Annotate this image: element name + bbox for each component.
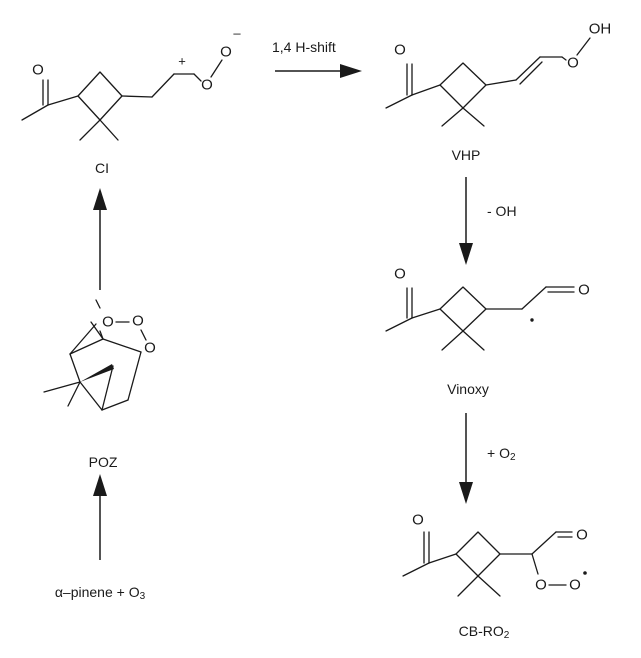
poz-oxygen-2: O <box>132 313 144 330</box>
plus-o2-label: + O2 <box>487 445 516 463</box>
ci-cyclobutane-ring <box>77 71 123 121</box>
arrow-ci-to-vhp <box>275 64 362 78</box>
vhp-methyl-bond <box>385 94 413 109</box>
vinoxy-structure: O O Vinoxy <box>385 266 590 397</box>
vinoxy-cyclobutane-ring <box>439 286 487 332</box>
vhp-carbonyl-oxygen: O <box>394 42 406 59</box>
cbro2-label: CB-RO2 <box>459 623 510 641</box>
cbro2-methyl-bond <box>402 562 430 577</box>
cbro2-acyl-ring-bond <box>428 553 457 564</box>
vinoxy-cc-bond <box>521 286 547 310</box>
cbro2-oxygen-2: O <box>569 577 581 594</box>
vhp-acyl-ring-bond <box>411 84 441 96</box>
vinoxy-carbonyl-oxygen: O <box>394 266 406 283</box>
reactants-main: α–pinene + O <box>55 584 140 600</box>
cb-ro2-structure: O O O O CB-RO2 <box>402 512 588 641</box>
ci-chain-bond-2 <box>151 73 175 98</box>
vhp-gem-methyl-1 <box>441 107 464 127</box>
cbro2-carbonyl-oxygen: O <box>412 512 424 529</box>
ci-gem-methyl-1 <box>79 119 101 141</box>
ci-acyl-ring-bond <box>47 95 79 106</box>
vhp-cyclobutane-ring <box>439 62 487 109</box>
vhp-gem-methyl-2 <box>462 107 485 127</box>
vinoxy-acyl-ring-bond <box>411 308 441 319</box>
ci-methyl-bond <box>21 104 49 121</box>
arrow-ci-to-vhp-head <box>340 64 362 78</box>
poz-ring-left <box>69 353 81 383</box>
vinoxy-gem-methyl-2 <box>462 330 485 351</box>
poz-bridge-wedge <box>80 364 114 382</box>
ci-label: CI <box>95 160 109 176</box>
vhp-structure: O O OH VHP <box>385 21 612 163</box>
vhp-cc-double-bond-1 <box>515 56 541 81</box>
poz-ring-top-left <box>69 338 104 355</box>
plus-o2-main: + O <box>487 445 510 461</box>
cbro2-aldehyde-oxygen: O <box>576 527 588 544</box>
vinoxy-gem-methyl-1 <box>441 330 464 351</box>
plus-o2-sub: 2 <box>510 452 516 463</box>
ci-chain-bond-1 <box>121 95 153 98</box>
cbro2-radical-dot <box>583 571 587 575</box>
poz-ring-bottom <box>101 399 129 411</box>
ci-oo-bond <box>210 59 223 78</box>
ci-oxygen-1: O <box>201 77 213 94</box>
arrow-vhp-to-vinoxy <box>459 177 473 265</box>
ci-carbonyl-oxygen: O <box>32 62 44 79</box>
cbro2-gem-methyl-1 <box>457 575 479 597</box>
poz-label: POZ <box>89 454 118 470</box>
poz-oxygen-1: O <box>102 314 114 331</box>
vinoxy-label: Vinoxy <box>447 381 489 397</box>
criegee-intermediate-structure: O + O O – CI <box>21 26 241 176</box>
poz-ring-to-o <box>69 323 97 355</box>
poz-c-o-bond-1 <box>95 299 101 309</box>
ci-oxygen-2: O <box>220 44 232 61</box>
reactants-label: α–pinene + O3 <box>55 584 146 602</box>
vinoxy-radical-dot <box>530 318 534 322</box>
h-shift-label: 1,4 H-shift <box>272 39 336 55</box>
vhp-chain-bond <box>485 79 517 86</box>
cbro2-co-bond <box>531 553 539 575</box>
vinoxy-methyl-bond <box>385 317 413 332</box>
poz-ring-right <box>127 351 142 401</box>
vhp-cc-double-bond-2 <box>519 61 543 85</box>
vhp-hydroxyl: OH <box>589 21 612 38</box>
cbro2-gem-methyl-2 <box>477 575 501 597</box>
vhp-co-bond-end <box>561 56 567 61</box>
vhp-label: VHP <box>452 147 481 163</box>
arrow-reactants-to-poz <box>93 474 107 560</box>
arrow-reactants-to-poz-head <box>93 474 107 496</box>
arrow-vhp-to-vinoxy-head <box>459 243 473 265</box>
ci-minus-charge: – <box>233 26 241 41</box>
arrow-poz-to-ci-head <box>93 188 107 210</box>
ci-gem-methyl-2 <box>99 119 119 141</box>
vinoxy-aldehyde-oxygen: O <box>578 282 590 299</box>
arrow-vinoxy-to-cbro2-head <box>459 482 473 504</box>
poz-oo-bond-2 <box>140 329 147 341</box>
ci-co-bond <box>193 73 202 82</box>
poz-gem-methyl-2 <box>67 381 81 407</box>
poz-gem-methyl-1 <box>43 381 81 393</box>
arrow-vinoxy-to-cbro2 <box>459 413 473 504</box>
poz-ring-bottom-left <box>79 381 103 411</box>
poz-ring-top <box>102 338 142 353</box>
cbro2-label-sub: 2 <box>504 630 510 641</box>
poz-bridge-bond <box>101 365 114 411</box>
cbro2-cc-bond <box>531 531 557 555</box>
poz-oxygen-3: O <box>144 340 156 357</box>
vhp-oxygen-1: O <box>567 55 579 72</box>
poz-structure: O O O POZ <box>43 299 156 470</box>
ci-plus-charge: + <box>178 54 186 69</box>
cbro2-oxygen-1: O <box>535 577 547 594</box>
reactants-sub: 3 <box>140 591 146 602</box>
minus-oh-label: - OH <box>487 203 517 219</box>
poz-methyl <box>90 321 104 340</box>
cbro2-cyclobutane-ring <box>455 531 501 577</box>
vhp-oo-bond <box>576 37 591 56</box>
arrow-poz-to-ci <box>93 188 107 290</box>
cbro2-label-main: CB-RO <box>459 623 504 639</box>
